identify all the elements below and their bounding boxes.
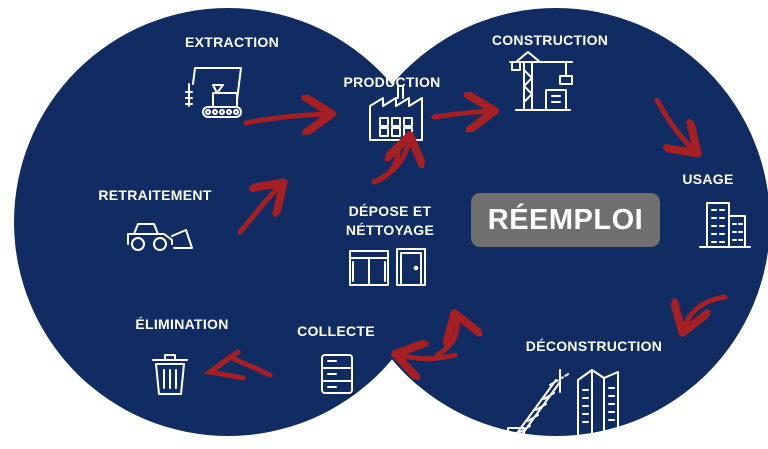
label-production: PRODUCTION bbox=[343, 74, 441, 90]
reemploi-badge: RÉEMPLOI bbox=[471, 193, 660, 247]
label-retraitement: RETRAITEMENT bbox=[98, 187, 212, 203]
window-door-icon bbox=[349, 248, 426, 286]
label-collecte: COLLECTE bbox=[297, 323, 375, 339]
label-deconstruction: DÉCONSTRUCTION bbox=[525, 338, 663, 354]
arrow-deconstruction-depose bbox=[434, 318, 457, 358]
tower-crane-icon bbox=[509, 51, 573, 111]
storage-rack-icon bbox=[321, 354, 353, 394]
arrow-depose-collecte bbox=[400, 355, 458, 359]
arrow-elimination-head bbox=[203, 349, 246, 381]
label-usage: USAGE bbox=[682, 171, 734, 187]
office-building-icon bbox=[699, 202, 751, 248]
arrow-extraction-production bbox=[243, 114, 327, 123]
arrow-depose-production bbox=[371, 140, 409, 185]
arrow-retraitement-production bbox=[237, 186, 280, 235]
label-extraction: EXTRACTION bbox=[185, 34, 279, 50]
excavator-icon bbox=[185, 67, 242, 118]
arrow-production-construction bbox=[431, 111, 490, 117]
arrow-construction-usage bbox=[654, 97, 694, 150]
arrow-usage-deconstruction bbox=[684, 294, 728, 328]
label-construction: CONSTRUCTION bbox=[491, 32, 609, 48]
demolition-crane-icon bbox=[507, 369, 619, 441]
trash-bin-icon bbox=[152, 354, 188, 395]
label-elimination: ÉLIMINATION bbox=[135, 316, 229, 332]
bulldozer-icon bbox=[127, 223, 193, 251]
label-depose-nettoyage: DÉPOSE ET NÉTTOYAGE bbox=[345, 203, 435, 238]
